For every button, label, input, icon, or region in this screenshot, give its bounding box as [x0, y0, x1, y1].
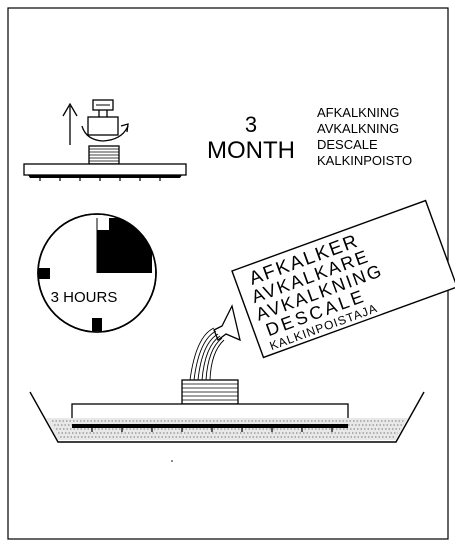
- connector-nut-icon: [87, 99, 119, 136]
- up-arrow-icon: [62, 102, 78, 145]
- rotate-arrow-icon: [81, 123, 129, 142]
- basin-icon: [29, 379, 425, 462]
- translation-avkalkning: AVKALKNING: [317, 121, 399, 136]
- translation-afkalkning: AFKALKNING: [317, 105, 399, 120]
- remove-shower-head-illustration: [23, 99, 187, 181]
- thread-icon: [88, 145, 120, 165]
- clock-icon: 3 HOURS: [37, 213, 157, 333]
- interval-text: 3 MONTH AFKALKNING AVKALKNING DESCALE KA…: [207, 105, 412, 168]
- descaling-liquid: [46, 418, 408, 440]
- bottle-nozzle: [213, 304, 241, 342]
- translation-kalkinpoisto: KALKINPOISTO: [317, 153, 412, 168]
- timer-label: 3 HOURS: [51, 289, 118, 306]
- liquid-stream: [189, 327, 225, 381]
- translation-descale: DESCALE: [317, 137, 378, 152]
- clock-marker-6: [92, 318, 102, 331]
- clock-marker-9: [38, 268, 50, 279]
- basin-outline: [29, 391, 425, 443]
- shower-head-icon: [23, 163, 187, 181]
- interval-number: 3: [245, 112, 257, 137]
- descaler-bottle-icon: AFKALKER AVKALKARE AVKALKNING DESCALE KA…: [189, 199, 455, 381]
- interval-unit: MONTH: [207, 137, 295, 164]
